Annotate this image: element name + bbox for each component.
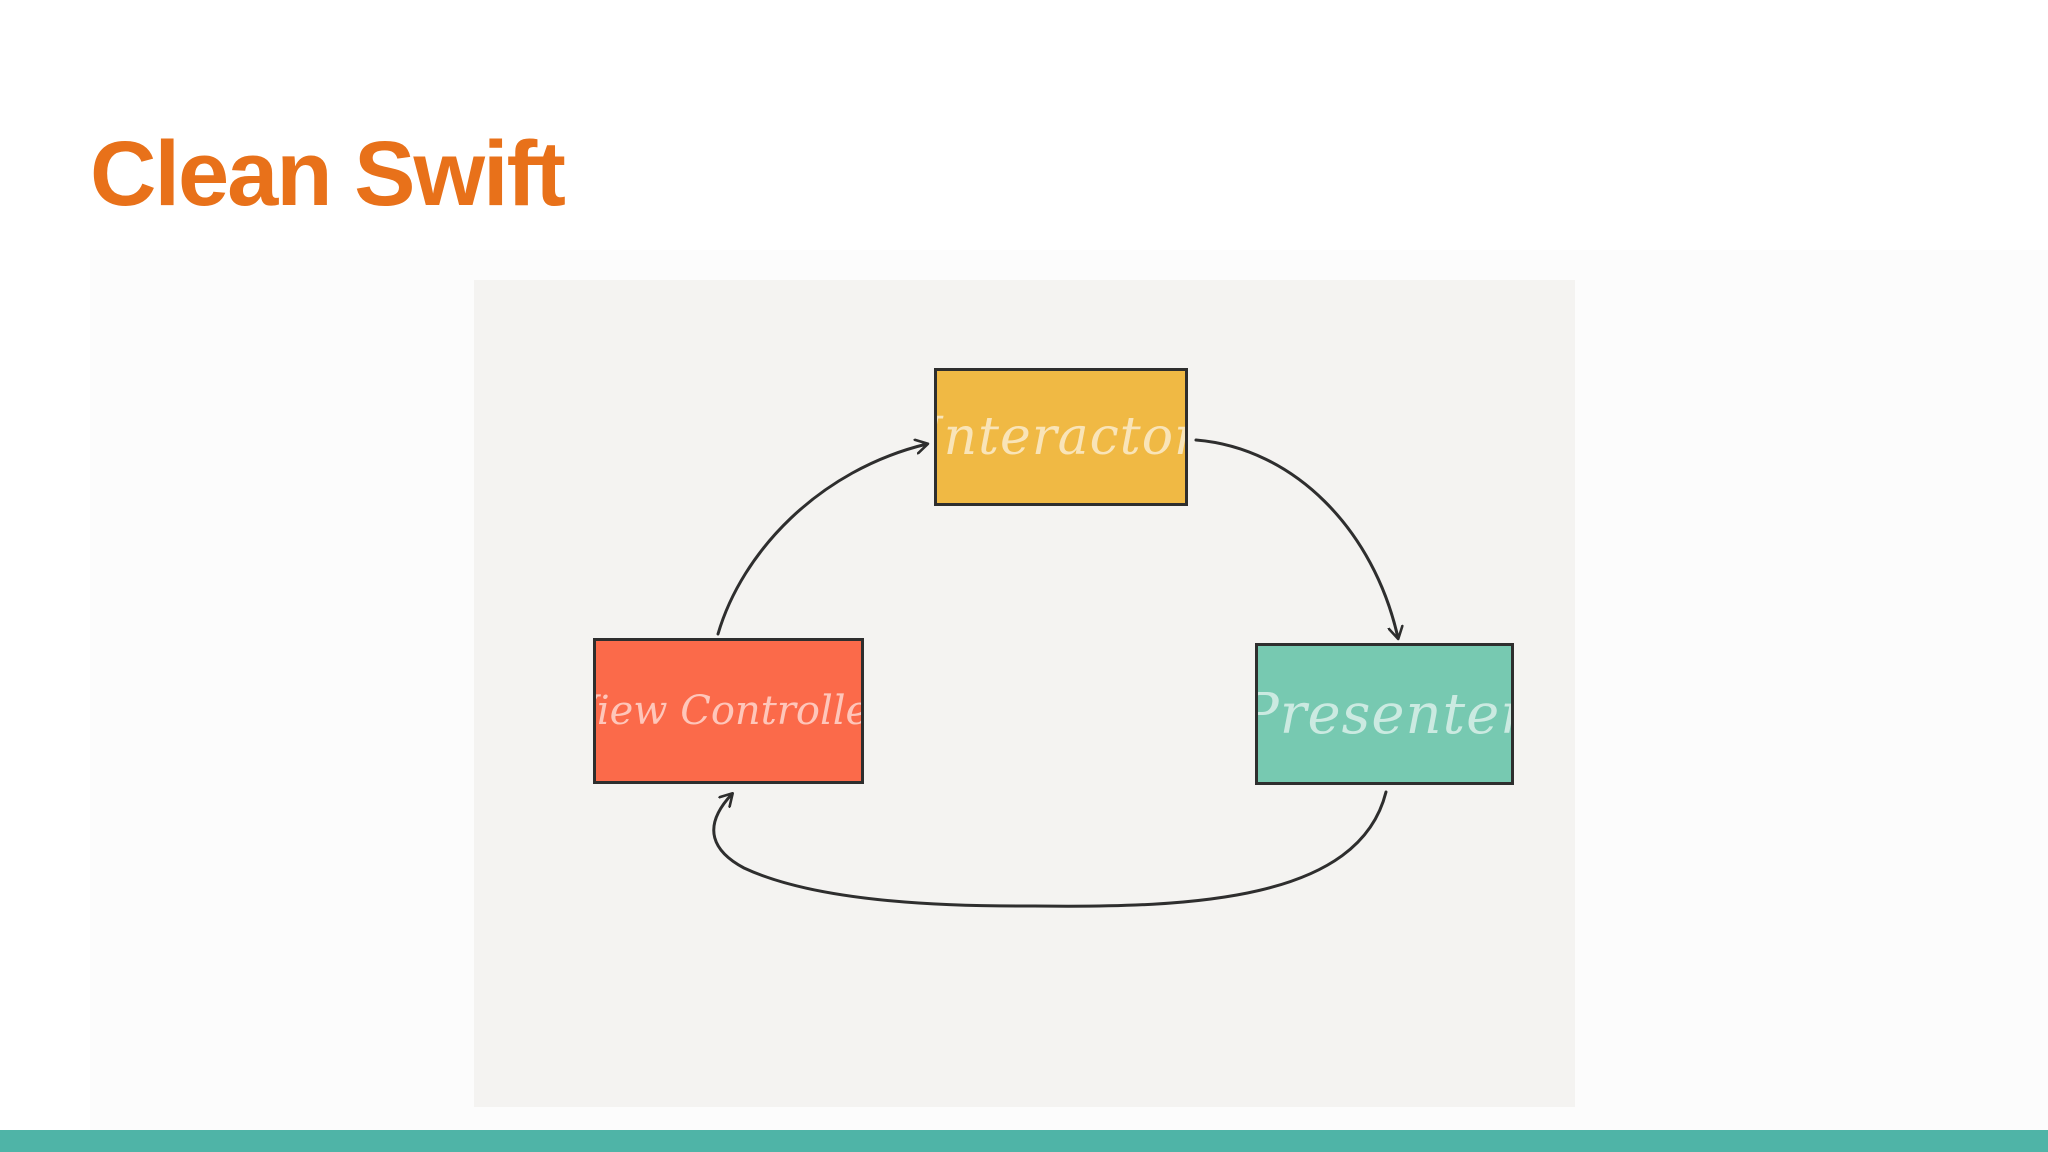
node-interactor: Interactor <box>934 368 1188 506</box>
edge-view-controller-to-interactor <box>716 444 927 636</box>
slide-title: Clean Swift <box>90 123 566 225</box>
node-view-controller: View Controller <box>593 638 864 784</box>
node-interactor-label: Interactor <box>934 407 1188 467</box>
diagram-panel: Interactor View Controller Presenter <box>474 280 1575 1107</box>
node-presenter-label: Presenter <box>1255 681 1514 747</box>
edge-presenter-to-view-controller <box>712 790 1388 908</box>
edge-interactor-to-presenter <box>1194 438 1398 638</box>
node-presenter: Presenter <box>1255 643 1514 785</box>
footer-bar <box>0 1130 2048 1152</box>
diagram-arrows <box>712 280 1575 908</box>
node-view-controller-label: View Controller <box>596 688 861 734</box>
